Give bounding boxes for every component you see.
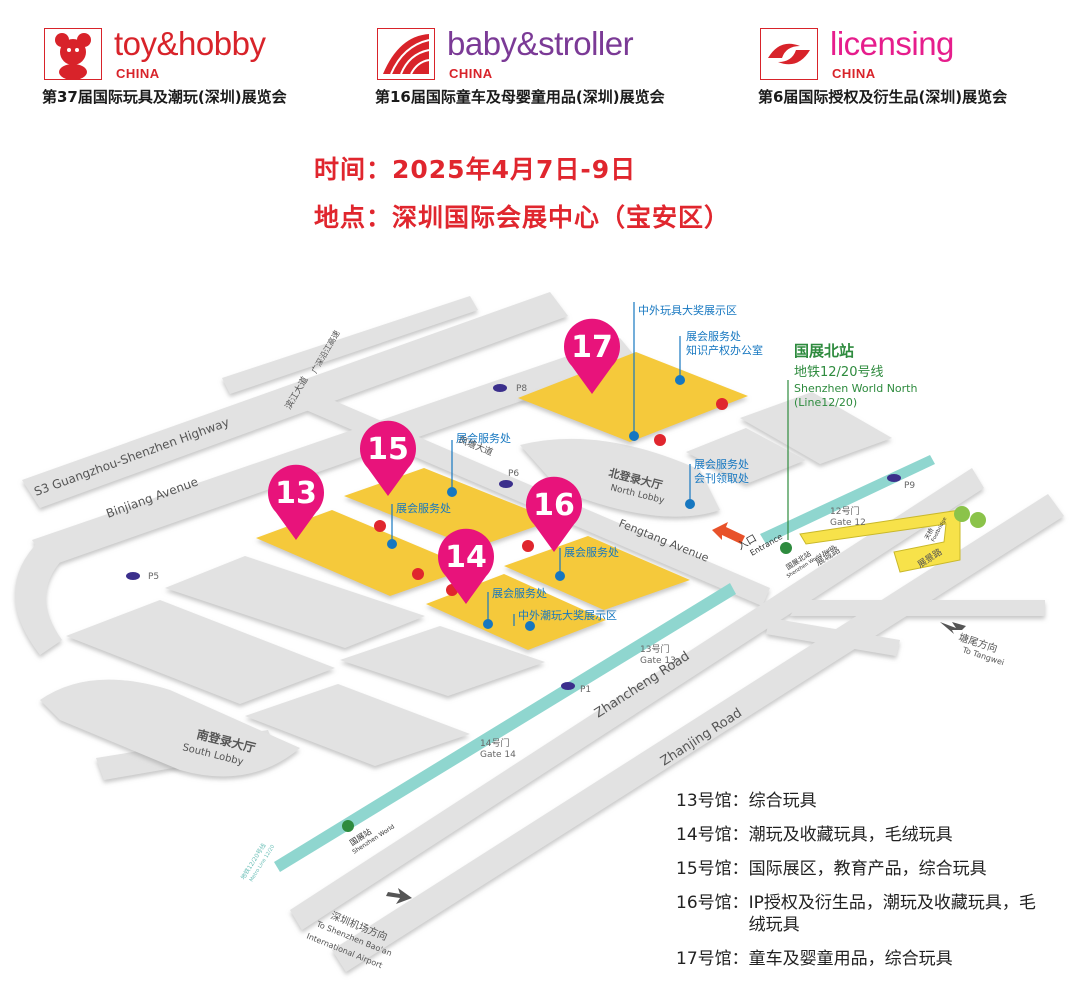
pin-marker-icon <box>564 318 620 394</box>
label-ip-office: 知识产权办公室 <box>686 343 763 357</box>
p8-label: P8 <box>516 384 527 394</box>
legend-hall: 14号馆： <box>676 825 749 845</box>
station-line-cn: 地铁12/20号线 <box>794 365 883 380</box>
legend-hall: 17号馆： <box>676 949 749 969</box>
hall-pin-label: 16 <box>533 488 575 523</box>
hall-pins: 13 14 15 16 17 <box>268 318 620 604</box>
curve-ramp-road <box>15 540 62 655</box>
baby-stroller-brand: baby&stroller <box>447 25 634 62</box>
hall-pin-label: 15 <box>367 432 409 467</box>
hall-grey-2 <box>66 600 335 704</box>
legend-hall: 16号馆： <box>676 893 749 913</box>
hall-pin-label: 13 <box>275 476 317 511</box>
entrance-arrow-icon <box>712 522 745 544</box>
label-service-15: 展会服务处 <box>456 432 511 445</box>
gate14-en: Gate 14 <box>480 750 516 760</box>
label-service-north: 展会服务处 <box>694 458 749 471</box>
hall-grey-1 <box>165 556 425 648</box>
gate13-cn: 13号门 <box>640 643 669 655</box>
stroller-fan-icon <box>377 28 435 80</box>
hall-15 <box>344 468 554 548</box>
label-journal: 会刊领取处 <box>694 472 749 485</box>
to-tangwei: 塘尾方向 To Tangwei <box>940 622 1005 667</box>
hall-pin-label: 14 <box>445 540 487 575</box>
hall-grey-4 <box>245 684 470 766</box>
station-cn: 国展北站 <box>794 342 854 360</box>
label-toy-award: 中外玩具大奖展示区 <box>638 303 737 317</box>
p9-label: P9 <box>904 481 915 491</box>
zhancheng-road <box>290 468 984 930</box>
station-en2: (Line12/20) <box>794 396 857 409</box>
label-service-16: 展会服务处 <box>564 546 619 559</box>
toy-hobby-sub: CHINA <box>116 66 160 81</box>
hall-pin-label: 17 <box>571 330 613 365</box>
pin-marker-icon <box>360 420 416 496</box>
licensing-swoosh-icon <box>760 28 818 80</box>
baby-stroller-sub: CHINA <box>449 66 493 81</box>
service-markers <box>374 375 728 631</box>
gate14-cn: 14号门 <box>480 737 509 749</box>
hall-17 <box>518 352 748 442</box>
legend-desc: 潮玩及收藏玩具，毛绒玩具 <box>748 825 953 845</box>
leader-lines <box>391 302 789 626</box>
feeder-road-1 <box>222 296 478 394</box>
cross-road-tangwei <box>766 618 900 656</box>
north-lobby <box>520 438 720 517</box>
hall-legend: 13号馆：综合玩具 14号馆：潮玩及收藏玩具，毛绒玩具 15号馆：国际展区，教育产品… <box>676 790 1049 982</box>
gate12-cn: 12号门 <box>830 505 859 517</box>
binjiang-avenue-road <box>32 338 638 566</box>
pin-marker-icon <box>438 528 494 604</box>
event-time: 时间：2025年4月7日-9日 <box>314 155 637 184</box>
toy-hobby-brand: toy&hobby <box>114 25 266 62</box>
gate13-en: Gate 13 <box>640 656 676 666</box>
hall-grey-5 <box>740 392 892 464</box>
label-trend-award: 中外潮玩大奖展示区 <box>518 608 617 622</box>
hall-pin-15: 15 <box>360 420 416 496</box>
event-place: 地点：深圳国际会展中心（宝安区） <box>314 203 731 232</box>
hall-grey-3 <box>340 626 545 696</box>
legend-hall: 15号馆： <box>676 859 749 879</box>
baby-stroller-fullname: 第16届国际童车及母婴童用品(深圳)展览会 <box>375 88 665 106</box>
pin-marker-icon <box>268 464 324 540</box>
legend-desc: 综合玩具 <box>748 791 817 811</box>
south-lobby <box>40 679 300 777</box>
legend-row: 16号馆：IP授权及衍生品，潮玩及收藏玩具，毛绒玩具 <box>676 892 1049 936</box>
label-service-13: 展会服务处 <box>396 502 451 515</box>
toy-hobby-fullname: 第37届国际玩具及潮玩(深圳)展览会 <box>42 88 287 106</box>
p6-label: P6 <box>508 469 519 479</box>
label-service-ip: 展会服务处 <box>686 330 741 343</box>
legend-desc: 童车及婴童用品，综合玩具 <box>748 949 953 969</box>
legend-row: 15号馆：国际展区，教育产品，综合玩具 <box>676 858 1049 880</box>
legend-hall: 13号馆： <box>676 791 749 811</box>
hall-pin-17: 17 <box>564 318 620 394</box>
legend-desc: IP授权及衍生品，潮玩及收藏玩具，毛绒玩具 <box>748 893 1036 935</box>
parking-dots <box>126 384 901 690</box>
licensing-sub: CHINA <box>832 66 876 81</box>
hall-pin-13: 13 <box>268 464 324 540</box>
legend-desc: 国际展区，教育产品，综合玩具 <box>748 859 987 879</box>
hall-grey-6 <box>686 428 806 484</box>
teddy-bear-icon <box>44 28 102 80</box>
hall-pin-16: 16 <box>525 476 582 552</box>
legend-row: 17号馆：童车及婴童用品，综合玩具 <box>676 948 1049 970</box>
legend-row: 14号馆：潮玩及收藏玩具，毛绒玩具 <box>676 824 1049 846</box>
other-halls <box>40 392 892 777</box>
licensing-fullname: 第6届国际授权及衍生品(深圳)展览会 <box>758 88 1008 106</box>
label-service-14: 展会服务处 <box>492 587 547 600</box>
cross-road-east <box>790 600 1045 616</box>
station-en1: Shenzhen World North <box>794 382 917 395</box>
hall-16 <box>504 536 690 610</box>
licensing-brand: licensing <box>830 25 954 62</box>
p5-label: P5 <box>148 572 159 582</box>
legend-row: 13号馆：综合玩具 <box>676 790 1049 812</box>
p1-label: P1 <box>580 685 591 695</box>
pin-marker-icon <box>525 476 582 552</box>
hall-pin-14: 14 <box>438 528 494 604</box>
gate12-en: Gate 12 <box>830 518 866 528</box>
